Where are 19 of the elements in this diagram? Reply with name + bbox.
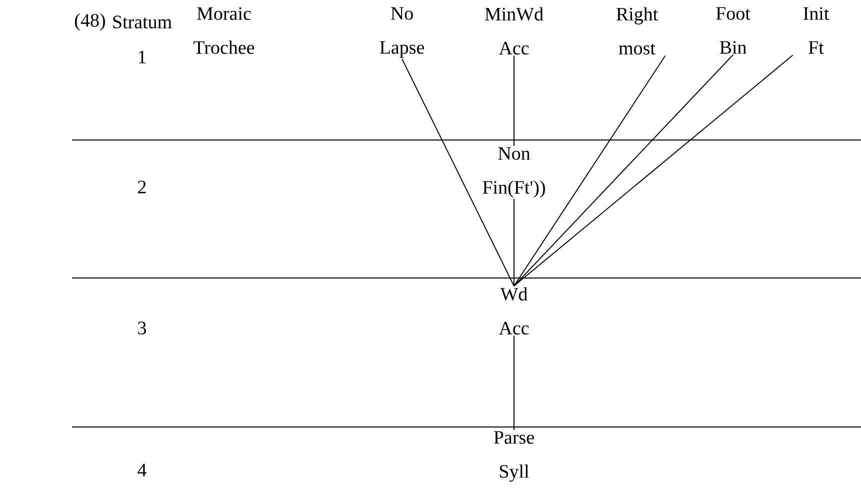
ranking-line [514,54,794,286]
constraint-label: Parse Syll [494,431,534,482]
constraint-label: No Lapse [380,7,424,58]
stratum-number: 3 [138,322,146,334]
column-heading: Stratum [113,16,172,28]
constraint-label: Non Fin(Ft')) [482,147,545,198]
constraint-label: MinWd Acc [485,7,544,55]
example-number: (48) [75,13,105,31]
stratum-number: 4 [138,464,146,476]
stratum-number: 2 [138,180,146,194]
stratum-number: 1 [138,50,146,64]
ranking-line [514,55,666,286]
ranking-line [514,54,734,286]
constraint-label: Foot Bin [716,7,750,54]
constraint-label: Wd Acc [498,287,529,335]
ranking-line [402,58,514,286]
constraint-label: Moraic Trochee [194,7,254,54]
constraint-label: Init Ft [804,7,830,54]
constraint-label: Right most [616,7,658,55]
